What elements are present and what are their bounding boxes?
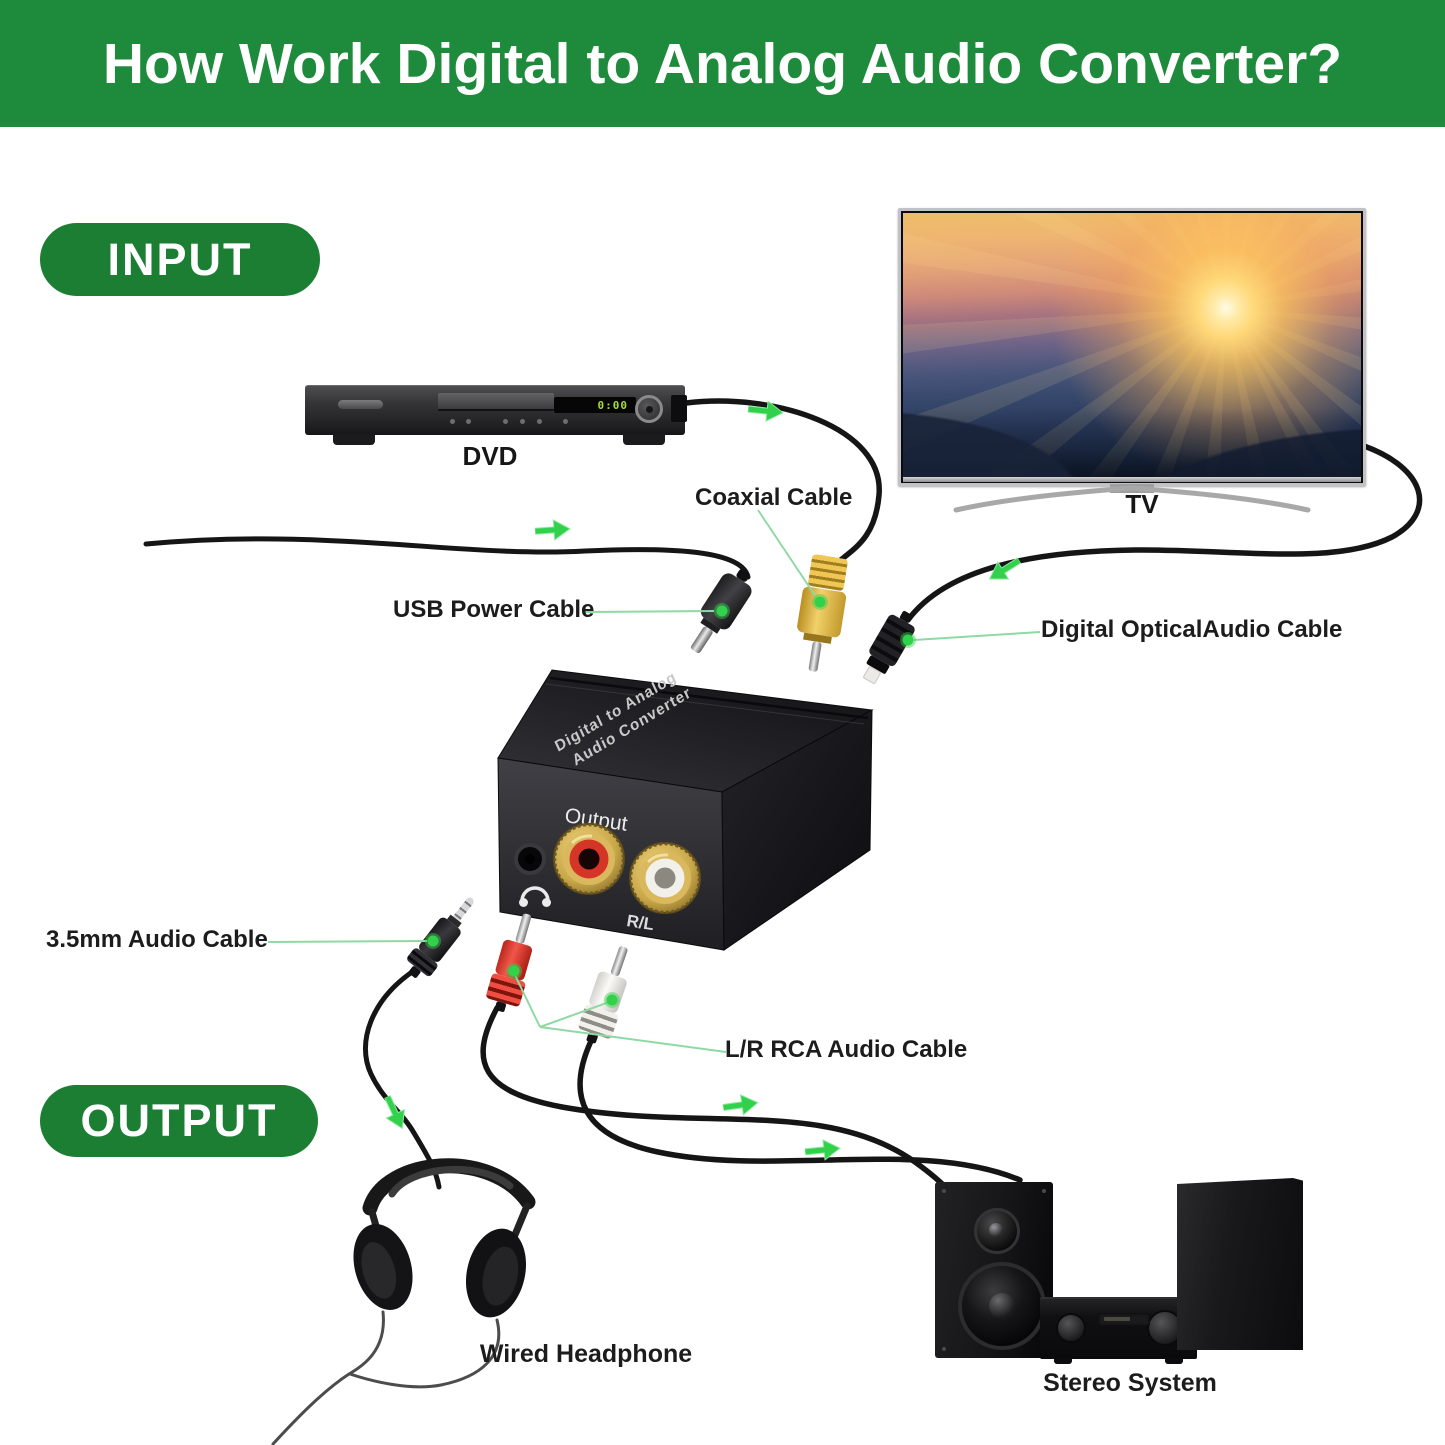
dvd-button xyxy=(563,419,568,424)
rca-white-cable-nub xyxy=(585,1032,599,1044)
receiver-foot xyxy=(1054,1359,1072,1364)
dvd-label: DVD xyxy=(462,441,518,471)
dvd-led-digits: 0:00 xyxy=(597,398,628,412)
dvd-foot xyxy=(623,434,665,445)
headphone-cords xyxy=(271,1310,501,1445)
aux-jack-hole xyxy=(525,854,535,864)
converter-rl-print: R/L xyxy=(625,911,655,934)
coaxial-cable-label: Coaxial Cable xyxy=(695,484,853,511)
converter-lid-seam xyxy=(549,676,869,720)
stereo-label: Stereo System xyxy=(1043,1369,1217,1397)
flow-arrow-icon xyxy=(747,400,784,422)
stereo-speaker-left xyxy=(935,1182,1053,1358)
rca-jack-red xyxy=(553,823,625,895)
tv-stand xyxy=(953,484,1311,513)
dvd-jog-dial xyxy=(635,395,663,423)
input-badge: INPUT xyxy=(40,223,320,296)
wired-headphones xyxy=(353,1158,536,1318)
tv-foot-left xyxy=(953,485,1135,513)
converter-lid-highlight xyxy=(545,683,865,725)
header-banner: How Work Digital to Analog Audio Convert… xyxy=(0,0,1445,127)
rca-cable-label: L/R RCA Audio Cable xyxy=(725,1036,968,1063)
dvd-usb-slot xyxy=(338,400,383,409)
dc-barrel-tip xyxy=(689,625,714,654)
cable-white-rca-to-stereo xyxy=(577,1038,1023,1183)
output-badge-label: OUTPUT xyxy=(80,1095,278,1146)
aux-cable-label: 3.5mm Audio Cable xyxy=(46,926,268,953)
page-title: How Work Digital to Analog Audio Convert… xyxy=(102,31,1343,96)
dvd-button xyxy=(450,419,455,424)
dvd-led-display: 0:00 xyxy=(554,397,636,413)
dvd-player: 0:00 xyxy=(305,383,687,478)
headphone-band-pad xyxy=(388,1165,514,1198)
flow-arrow-icon xyxy=(988,557,1022,580)
cable-red-rca-to-stereo xyxy=(480,1005,952,1194)
rca-jack-white xyxy=(629,842,701,914)
tv-screen-sunset-image xyxy=(903,213,1361,477)
rca-white-pin xyxy=(609,945,628,977)
receiver-foot xyxy=(1165,1359,1183,1364)
coax-body xyxy=(796,585,847,639)
converter-right-face xyxy=(721,709,873,951)
dac-converter-box: Digital to Analog Audio Converter Output xyxy=(497,668,874,951)
dvd-body: 0:00 xyxy=(305,385,687,435)
rca-red-cable-nub xyxy=(494,1001,507,1013)
dvd-button xyxy=(503,419,508,424)
dvd-disc-tray xyxy=(438,393,554,411)
dvd-output-port xyxy=(671,395,687,422)
dvd-button xyxy=(520,419,525,424)
output-badge: OUTPUT xyxy=(40,1085,318,1157)
stereo-receiver xyxy=(1040,1297,1197,1364)
coax-pin xyxy=(807,640,822,673)
dvd-button xyxy=(466,419,471,424)
tv-frame xyxy=(898,208,1366,486)
stereo-system xyxy=(928,1172,1320,1400)
usb-power-cable-label: USB Power Cable xyxy=(393,596,595,623)
flow-arrow-icon xyxy=(534,519,571,541)
aux-tip xyxy=(452,895,476,922)
tv-label: TV xyxy=(1125,489,1159,519)
cable-aux-to-headphone xyxy=(362,969,442,1190)
headphone-earcup-left xyxy=(353,1224,413,1310)
cable-usb-power xyxy=(143,536,751,580)
flow-arrow-icon xyxy=(384,1094,406,1130)
headphone-icon xyxy=(519,886,551,907)
receiver-knob-left xyxy=(1056,1313,1086,1343)
stereo-tweeter xyxy=(974,1208,1020,1254)
headphone-earcup-right xyxy=(465,1228,527,1318)
dvd-button xyxy=(537,419,542,424)
stereo-speaker-right xyxy=(1177,1178,1303,1350)
coax-strain-relief xyxy=(807,553,849,592)
receiver-display xyxy=(1098,1313,1150,1326)
optical-cable-label: Digital OpticalAudio Cable xyxy=(1041,616,1343,643)
input-badge-label: INPUT xyxy=(107,233,253,285)
cable-dvd-to-coax xyxy=(683,398,882,569)
tv-chin xyxy=(903,477,1361,482)
flow-arrow-icon xyxy=(804,1139,841,1161)
headphone-label: Wired Headphone xyxy=(479,1340,693,1368)
signal-cables xyxy=(143,398,1423,1194)
rca-red-pin xyxy=(514,912,532,945)
tv xyxy=(898,208,1372,530)
dvd-foot xyxy=(333,434,375,445)
stereo-woofer xyxy=(958,1262,1046,1350)
tv-foot-right xyxy=(1129,485,1311,513)
flow-arrow-icon xyxy=(722,1094,759,1116)
